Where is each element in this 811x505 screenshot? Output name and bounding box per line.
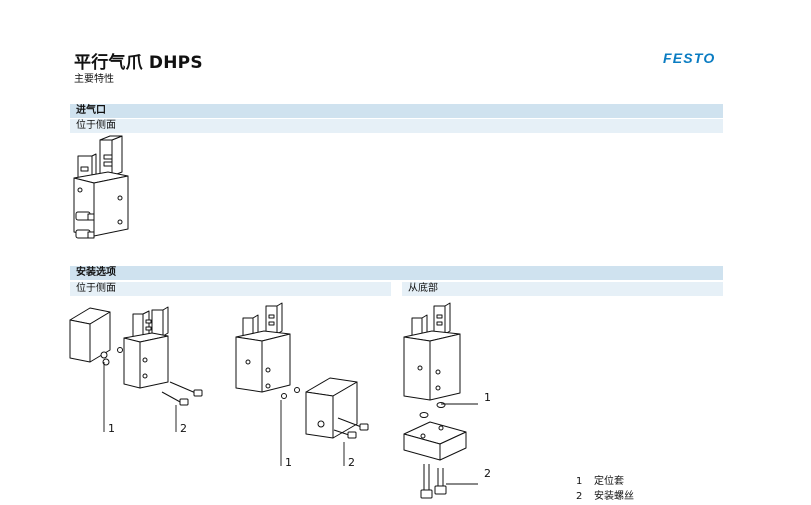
section-heading-air-supply: 进气口 <box>70 104 723 118</box>
callout-2-bottom: 2 <box>484 467 491 480</box>
callout-1-side-a: 1 <box>108 422 115 435</box>
mounting-illustration-side-a <box>69 306 203 406</box>
callout-2-side-b: 2 <box>348 456 355 469</box>
legend-item-1: 1 定位套 <box>576 472 624 487</box>
section-caption-bottom: 从底部 <box>402 282 723 296</box>
legend-number: 1 <box>576 476 583 487</box>
section-caption-side: 位于侧面 <box>70 282 391 296</box>
legend-item-2: 2 安装螺丝 <box>576 487 634 502</box>
mounting-illustration-bottom <box>403 302 467 499</box>
callout-1-bottom: 1 <box>484 391 491 404</box>
page-title: 平行气爪 DHPS <box>74 53 203 73</box>
legend-text: 安装螺丝 <box>594 491 634 502</box>
section-heading-mounting: 安装选项 <box>70 266 723 280</box>
callout-1-side-b: 1 <box>285 456 292 469</box>
mounting-illustration-side-b <box>235 302 369 439</box>
legend-number: 2 <box>576 491 583 502</box>
page-subtitle: 主要特性 <box>74 74 114 85</box>
legend-text: 定位套 <box>594 476 624 487</box>
callout-2-side-a: 2 <box>180 422 187 435</box>
festo-logo: FESTO <box>663 50 716 66</box>
section-caption-air-supply: 位于侧面 <box>70 119 723 133</box>
gripper-illustration-ports <box>73 135 129 239</box>
